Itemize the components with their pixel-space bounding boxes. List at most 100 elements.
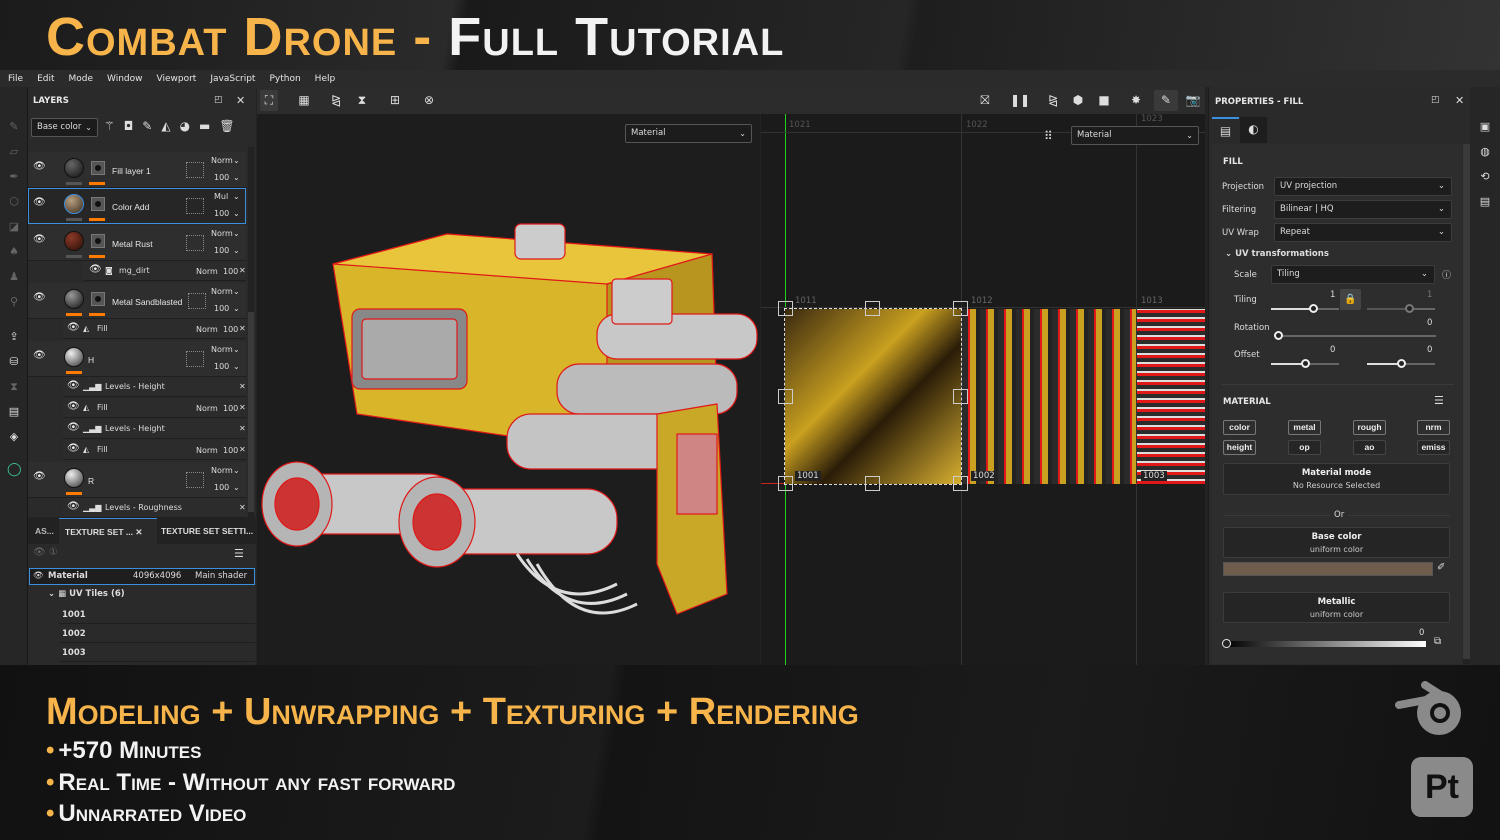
eye-icon[interactable]: 👁 [67,322,80,333]
layer-row[interactable]: 👁 H Norm⌄ 100⌄ [28,341,246,377]
remove-icon[interactable]: ✕ [239,324,246,333]
opacity-field[interactable]: 100 [214,209,230,218]
symmetry-icon[interactable]: ⧎ [1047,93,1059,107]
layer-row[interactable]: 👁 Metal Sandblasted Norm⌄ 100⌄ [28,283,246,319]
polygon-fill-icon[interactable]: ◪ [8,220,20,233]
uv-tile-grid-icon[interactable]: ▦ [298,93,310,107]
blend-mode-select[interactable]: Norm [196,325,218,334]
tab-material[interactable]: ◐ [1240,117,1267,143]
assets-icon[interactable]: ◈ [9,430,19,443]
opacity-field[interactable]: 100 [214,483,230,492]
transform-handle[interactable] [953,476,968,491]
blend-mode-select[interactable]: Norm [196,404,218,413]
eye-icon[interactable]: 👁 [89,264,102,275]
eye-icon[interactable]: 👁 [67,380,80,391]
paint-mode-icon[interactable]: ✎ [1154,90,1178,111]
list-menu-icon[interactable]: ☰ [1434,394,1444,407]
channel-toggle-height[interactable]: height [1223,440,1256,455]
randomize-icon[interactable]: ⧉ [1434,636,1442,647]
layer-row[interactable]: 👁 Metal Rust Norm⌄ 100⌄ [28,225,246,261]
float-panel-icon[interactable]: ◰ [1431,95,1440,105]
filtering-select[interactable]: Bilinear | HQ⌄ [1274,200,1452,219]
eye-icon[interactable]: 👁 [67,443,80,454]
sublayer-row[interactable]: 👁 ▁▃▆ Levels - Height ✕ [63,419,246,439]
viewport-3d[interactable]: Material⌄ [257,114,760,665]
opacity-field[interactable]: 100 [223,446,239,455]
rotation-slider[interactable] [1274,331,1436,340]
add-smart-mask-icon[interactable]: ◕ [179,119,191,133]
eye-icon[interactable]: 👁 [33,350,46,361]
offset-u-slider[interactable] [1271,359,1339,368]
close-icon[interactable]: ✕ [1455,94,1465,107]
display-cube-icon[interactable]: ⬢ [1072,93,1084,107]
tab-fill-properties[interactable]: ▤ [1212,117,1239,143]
remove-icon[interactable]: ✕ [239,266,246,275]
plugin-icon[interactable]: ◯ [7,462,22,477]
menu-help[interactable]: Help [314,73,336,84]
close-icon[interactable]: ✕ [236,94,246,107]
offset-v-slider[interactable] [1367,359,1435,368]
sublayer-row[interactable]: 👁 ◭ Fill Norm 100 ✕ [63,440,246,460]
add-mask-icon[interactable]: ◘ [123,119,134,133]
sublayer-row[interactable]: 👁 ◙ mg_dirt Norm 100 ✕ [83,261,246,281]
transform-handle[interactable] [953,389,968,404]
camera-video-icon[interactable]: ■ [1098,93,1110,107]
eye-icon[interactable]: 👁 [33,292,46,303]
opacity-field[interactable]: 100 [214,304,230,313]
transform-handle[interactable] [778,301,793,316]
uv-tile-row[interactable]: 1001 [59,606,255,624]
info-icon[interactable]: ⓘ [1442,271,1452,281]
eyedropper-icon[interactable]: ✐ [1437,562,1446,573]
metallic-slider[interactable] [1222,639,1426,648]
layer-row[interactable]: 👁 R Norm⌄ 100⌄ [28,462,246,498]
opacity-field[interactable]: 100 [223,325,239,334]
hide-uv-icon[interactable]: ⛝ [980,93,990,107]
remove-icon[interactable]: ✕ [239,382,246,391]
log-icon[interactable]: ▤ [1479,195,1491,208]
tab-texture-set-settings[interactable]: TEXTURE SET SETTI... [161,526,254,536]
eye-icon[interactable]: 👁 [33,197,46,208]
tab-assets[interactable]: AS... [35,526,54,536]
blend-mode-select[interactable]: Norm [211,345,233,354]
opacity-field[interactable]: 100 [223,267,239,276]
tiling-u-slider[interactable] [1271,304,1339,313]
sublayer-row[interactable]: 👁 ◭ Fill Norm 100 ✕ [63,319,246,339]
menu-window[interactable]: Window [107,73,143,84]
uv-tiles-group[interactable]: ⌄ ▦ UV Tiles (6) [48,589,125,599]
eye-icon[interactable]: 👁 [67,501,80,512]
remove-icon[interactable]: ✕ [239,503,246,512]
sublayer-row[interactable]: 👁 ◭ Fill Norm 100 ✕ [63,398,246,418]
selection-mode-icon[interactable]: ⛶ [260,90,278,111]
menu-javascript[interactable]: JavaScript [210,73,256,84]
eye-icon[interactable]: 👁 [33,161,46,172]
material-select-uv[interactable]: Material⌄ [1071,126,1199,145]
lock-icon[interactable]: 🔒 [1340,289,1361,310]
smudge-icon[interactable]: ♠ [9,245,19,258]
blend-mode-select[interactable]: Norm [211,156,233,165]
close-icon[interactable]: ✕ [135,527,143,537]
blend-mode-select[interactable]: Norm [196,267,218,276]
viewport-uv[interactable]: 1021 1022 1023 ⠿ Material⌄ 1011 1012 101… [761,114,1205,665]
menu-python[interactable]: Python [269,73,301,84]
texture-set-row[interactable]: 👁 Material 4096x4096 Main shader [29,568,255,585]
tiling-v-slider[interactable] [1367,304,1435,313]
eye-icon[interactable]: 👁 [67,401,80,412]
channel-toggle-metal[interactable]: metal [1288,420,1321,435]
add-effect-icon[interactable]: ⚚ [104,119,115,133]
eye-icon[interactable]: 👁 [67,422,80,433]
pause-icon[interactable]: ❚❚ [1010,93,1031,107]
blend-mode-select[interactable]: Mul [214,192,229,201]
tab-texture-set-list[interactable]: TEXTURE SET ... ✕ [59,518,157,544]
document-icon[interactable]: ▤ [8,405,20,418]
uv-wrap-select[interactable]: Repeat⌄ [1274,223,1452,242]
channel-toggle-color[interactable]: color [1223,420,1256,435]
channel-toggle-nrm[interactable]: nrm [1417,420,1450,435]
mirror-y-icon[interactable]: ⧗ [357,93,367,107]
history-icon[interactable]: ⧗ [10,380,18,393]
blend-mode-select[interactable]: Norm [211,287,233,296]
paint-brush-icon[interactable]: ✎ [9,120,19,133]
geometry-fill-icon[interactable]: ⬡ [9,195,19,208]
channel-toggle-rough[interactable]: rough [1353,420,1386,435]
menu-edit[interactable]: Edit [37,73,55,84]
visibility-icon[interactable]: 👁 ① [33,547,58,558]
